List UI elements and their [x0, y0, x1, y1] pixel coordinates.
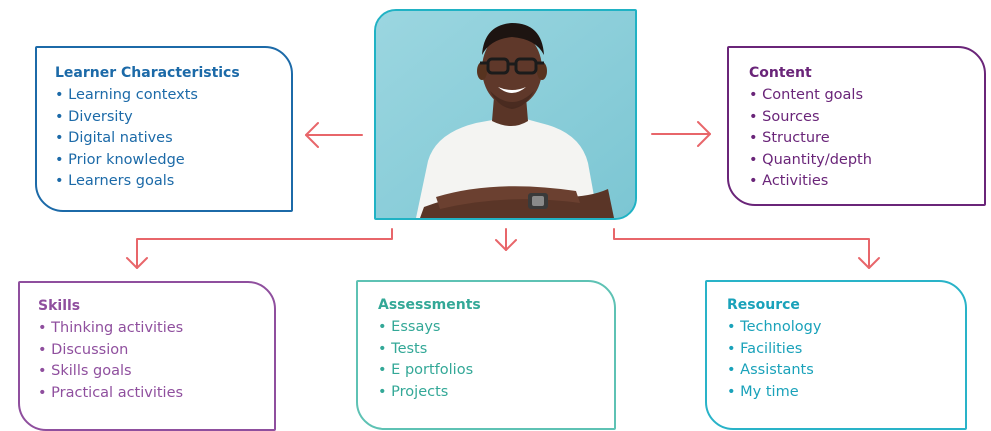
list-item: Skills goals	[38, 361, 274, 383]
arrow-to-skills	[126, 228, 393, 269]
list-item: E portfolios	[378, 360, 614, 382]
assessments-box: Assessments Essays Tests E portfolios Pr…	[356, 280, 616, 430]
list-item: Structure	[749, 128, 984, 150]
list-item: Essays	[378, 317, 614, 339]
list-item: Activities	[749, 171, 984, 193]
learner-characteristics-title: Learner Characteristics	[55, 65, 240, 81]
content-title: Content	[749, 65, 812, 81]
list-item: Assistants	[727, 360, 965, 382]
skills-title: Skills	[38, 298, 81, 314]
content-list: Content goals Sources Structure Quantity…	[749, 85, 984, 193]
arrow-to-content	[651, 121, 711, 147]
list-item: My time	[727, 382, 965, 404]
list-item: Projects	[378, 382, 614, 404]
list-item: Practical activities	[38, 383, 274, 405]
learner-characteristics-list: Learning contexts Diversity Digital nati…	[55, 85, 291, 193]
resource-list: Technology Facilities Assistants My time	[727, 317, 965, 403]
assessments-title: Assessments	[378, 297, 481, 313]
list-item: Sources	[749, 107, 984, 129]
content-box: Content Content goals Sources Structure …	[727, 46, 986, 206]
skills-list: Thinking activities Discussion Skills go…	[38, 318, 274, 404]
arrow-to-resource	[613, 228, 880, 269]
list-item: Technology	[727, 317, 965, 339]
list-item: Thinking activities	[38, 318, 274, 340]
list-item: Diversity	[55, 107, 291, 129]
resource-title: Resource	[727, 297, 800, 313]
arrow-to-assessments	[495, 228, 517, 251]
skills-box: Skills Thinking activities Discussion Sk…	[18, 281, 276, 431]
list-item: Prior knowledge	[55, 150, 291, 172]
list-item: Tests	[378, 339, 614, 361]
list-item: Learning contexts	[55, 85, 291, 107]
list-item: Discussion	[38, 340, 274, 362]
assessments-list: Essays Tests E portfolios Projects	[378, 317, 614, 403]
list-item: Content goals	[749, 85, 984, 107]
list-item: Learners goals	[55, 171, 291, 193]
list-item: Digital natives	[55, 128, 291, 150]
list-item: Facilities	[727, 339, 965, 361]
arrow-to-learner-characteristics	[305, 122, 363, 148]
student-photo	[374, 9, 637, 220]
list-item: Quantity/depth	[749, 150, 984, 172]
learner-characteristics-box: Learner Characteristics Learning context…	[35, 46, 293, 212]
resource-box: Resource Technology Facilities Assistant…	[705, 280, 967, 430]
student-portrait-illustration	[376, 11, 635, 218]
